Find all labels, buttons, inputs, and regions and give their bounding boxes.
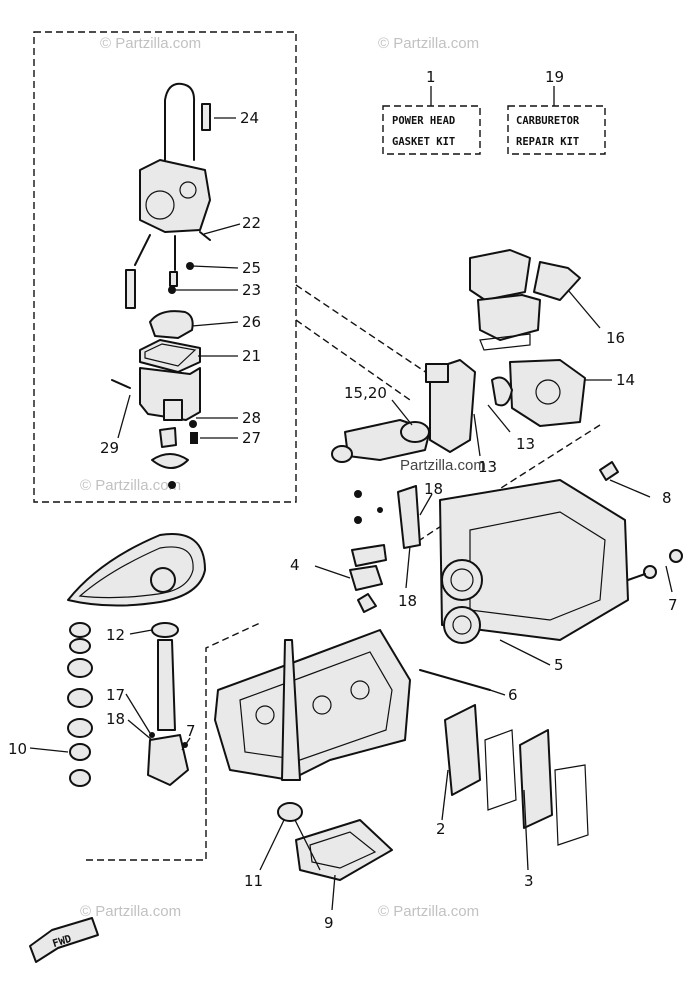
callout-4: 4 — [290, 556, 300, 574]
carburetor-parts — [111, 82, 211, 489]
callout-12: 12 — [106, 626, 125, 644]
cylinder-head-parts — [439, 461, 683, 644]
callout-23: 23 — [242, 281, 261, 299]
callout-16: 16 — [606, 329, 625, 347]
callout-8: 8 — [662, 489, 672, 507]
fwd-arrow-icon: FWD — [29, 917, 99, 963]
callout-11: 11 — [244, 872, 263, 890]
watermark-layer: © Partzilla.com © Partzilla.com © Partzi… — [80, 35, 486, 920]
kit-line: POWER HEAD — [392, 115, 455, 127]
callout-3: 3 — [524, 872, 534, 890]
watermark: © Partzilla.com — [80, 903, 181, 920]
carburetor-group-box — [33, 31, 297, 503]
kit-number: 1 — [426, 68, 436, 86]
callout-24: 24 — [240, 109, 259, 127]
reed-valve-parts — [331, 249, 586, 463]
callout-29: 29 — [100, 439, 119, 457]
kit-line: REPAIR KIT — [516, 136, 579, 148]
callout-26: 26 — [242, 313, 261, 331]
callout-21: 21 — [242, 347, 261, 365]
callout-17: 17 — [106, 686, 125, 704]
power-head-gasket-kit: POWER HEAD GASKET KIT 1 — [382, 68, 481, 155]
callout-5: 5 — [554, 656, 564, 674]
callout-27: 27 — [242, 429, 261, 447]
callout-6: 6 — [508, 686, 518, 704]
leader-lines — [29, 117, 673, 911]
watermark: © Partzilla.com — [378, 35, 479, 52]
kit-line: GASKET KIT — [392, 136, 455, 148]
callout-28: 28 — [242, 409, 261, 427]
callout-13-b: 13 — [478, 458, 497, 476]
callout-13: 13 — [516, 435, 535, 453]
callout-labels: 24 22 25 23 26 21 28 27 29 16 14 15,20 1… — [8, 109, 678, 932]
watermark: © Partzilla.com — [378, 903, 479, 920]
belt-group-bracket — [86, 621, 263, 861]
callout-22: 22 — [242, 214, 261, 232]
callout-7-b: 7 — [186, 722, 196, 740]
crankcase-parts — [214, 485, 589, 881]
callout-2: 2 — [436, 820, 446, 838]
callout-15-20: 15,20 — [344, 384, 387, 402]
carburetor-link-line — [295, 284, 431, 401]
kit-number: 19 — [545, 68, 564, 86]
watermark: © Partzilla.com — [100, 35, 201, 52]
watermark: © Partzilla.com — [80, 477, 181, 494]
callout-7: 7 — [668, 596, 678, 614]
belt-shaft-parts — [67, 533, 206, 787]
callout-25: 25 — [242, 259, 261, 277]
callout-9: 9 — [324, 914, 334, 932]
callout-18-c: 18 — [106, 710, 125, 728]
callout-18-b: 18 — [398, 592, 417, 610]
kit-line: CARBURETOR — [516, 115, 580, 127]
callout-18: 18 — [424, 480, 443, 498]
callout-10: 10 — [8, 740, 27, 758]
carburetor-repair-kit: CARBURETOR REPAIR KIT 19 — [507, 68, 606, 155]
fwd-label: FWD — [51, 933, 73, 950]
watermark-center: Partzilla.com — [400, 457, 486, 474]
callout-14: 14 — [616, 371, 635, 389]
